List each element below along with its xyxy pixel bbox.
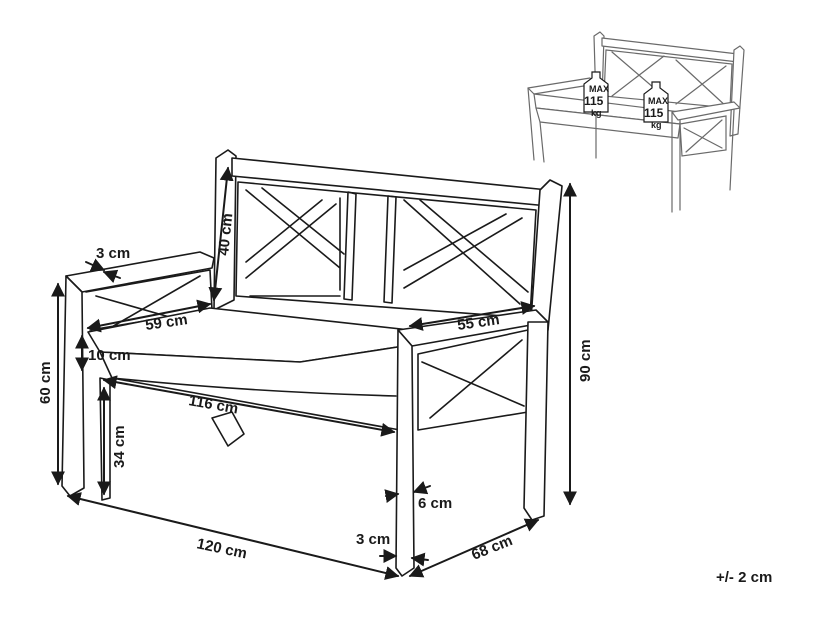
- right-front-leg: [395, 329, 415, 577]
- label-leg-width: 6 cm: [418, 495, 452, 512]
- back-center-slat: [343, 191, 397, 304]
- dim-line-total-width: [66, 492, 400, 580]
- label-arm-length: 55 cm: [456, 311, 500, 334]
- max-unit-right: kg: [651, 120, 662, 130]
- dim-line-arm-thickness-a: [85, 258, 106, 272]
- thumbnail-bench: MAX 115 kg MAX 115 kg: [527, 31, 745, 213]
- dimension-lines: [51, 166, 577, 580]
- dim-line-seat-width: [102, 375, 396, 437]
- tolerance-note: +/- 2 cm: [716, 569, 772, 586]
- back-right-x: [403, 199, 529, 305]
- label-total-width: 120 cm: [195, 535, 248, 562]
- dim-line-back-height: [208, 166, 234, 302]
- label-leg-depth: 3 cm: [356, 531, 390, 548]
- right-side-x: [417, 329, 529, 431]
- label-total-depth: 68 cm: [469, 532, 515, 564]
- left-back-leg: [211, 411, 245, 447]
- back-top-rail: [231, 157, 549, 207]
- label-back-height: 40 cm: [215, 212, 236, 256]
- thumb-top-rail: [601, 37, 739, 63]
- label-cushion-thickness: 10 cm: [88, 347, 131, 364]
- dim-line-total-depth: [408, 518, 540, 578]
- max-unit-left: kg: [591, 108, 602, 118]
- dim-line-arm-thickness-b: [102, 269, 121, 283]
- dim-line-seat-depth: [86, 299, 212, 333]
- back-left-x: [245, 187, 345, 297]
- max-value-left: 115: [584, 94, 604, 108]
- label-seat-depth: 59 cm: [144, 311, 188, 334]
- max-value-right: 115: [644, 106, 664, 120]
- weight-icon-left: MAX 115 kg: [583, 71, 609, 118]
- label-clearance-height: 34 cm: [111, 425, 128, 468]
- max-label-right: MAX: [648, 96, 668, 106]
- weight-icon-right: MAX 115 kg: [643, 81, 669, 130]
- thumb-right-legs: [671, 109, 735, 213]
- right-back-leg: [523, 321, 549, 521]
- left-armrest: [65, 251, 215, 293]
- thumb-seat-front: [535, 107, 681, 139]
- dim-line-leg-width-b: [412, 481, 431, 495]
- label-total-height: 90 cm: [577, 339, 594, 382]
- thumb-right-x: [679, 115, 727, 157]
- label-arm-thickness: 3 cm: [96, 245, 130, 262]
- left-front-leg: [61, 275, 85, 497]
- max-label-left: MAX: [589, 84, 609, 94]
- label-seat-height: 60 cm: [37, 361, 54, 404]
- dim-line-arm-length: [408, 301, 536, 331]
- thumb-right-arm: [671, 101, 741, 121]
